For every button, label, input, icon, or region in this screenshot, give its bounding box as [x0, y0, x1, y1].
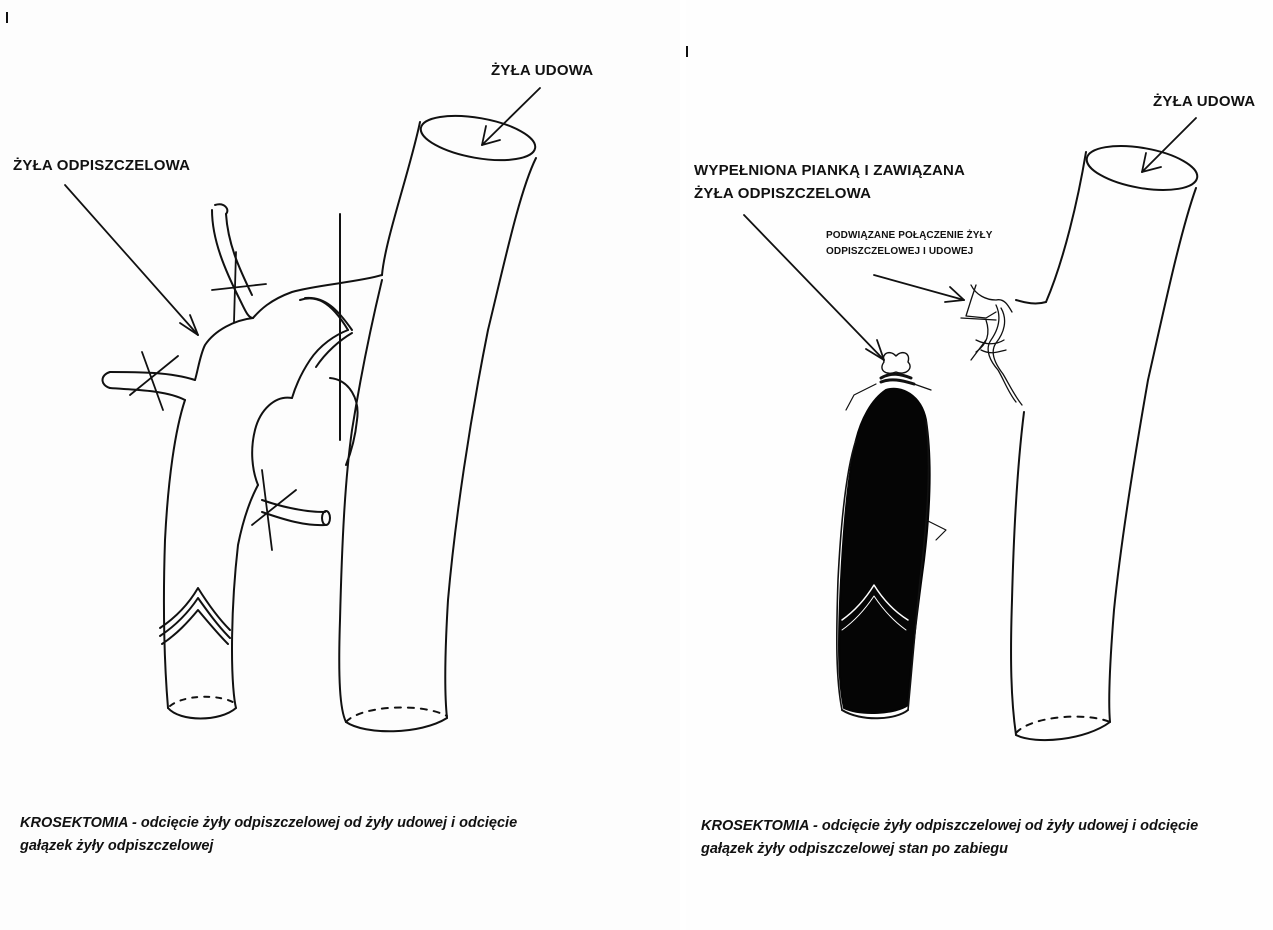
label-ligated-junction-line-2: ODPISZCZELOWEJ I UDOWEJ [826, 245, 973, 259]
caption-line-2: gałązek żyły odpiszczelowej stan po zabi… [701, 839, 1008, 860]
label-ligated-junction-line-1: PODWIĄZANE POŁĄCZENIE ŻYŁY [826, 229, 993, 243]
label-saphenous-vein: ŻYŁA ODPISZCZELOWA [13, 156, 190, 176]
post-procedure-drawing [686, 0, 1273, 930]
crossectomy-drawing [0, 0, 680, 930]
femoral-vein [1011, 139, 1201, 740]
label-femoral-vein: ŻYŁA UDOWA [491, 61, 593, 81]
foam-filled-saphenous-vein [837, 353, 946, 719]
caption-line-2: gałązek żyły odpiszczelowej [20, 836, 213, 857]
femoral-vein [339, 108, 538, 731]
right-panel: ŻYŁA UDOWA WYPEŁNIONA PIANKĄ I ZAWIĄZANA… [686, 0, 1273, 930]
label-foam-saphenous-line-1: WYPEŁNIONA PIANKĄ I ZAWIĄZANA [694, 161, 965, 181]
left-panel: ŻYŁA UDOWA ŻYŁA ODPISZCZELOWA KROSEKTOMI… [0, 0, 680, 930]
ligated-junction [961, 285, 1022, 405]
caption-line-1: KROSEKTOMIA - odcięcie żyły odpiszczelow… [701, 816, 1198, 837]
caption-line-1: KROSEKTOMIA - odcięcie żyły odpiszczelow… [20, 813, 517, 834]
label-femoral-vein: ŻYŁA UDOWA [1153, 92, 1255, 112]
label-foam-saphenous-line-2: ŻYŁA ODPISZCZELOWA [694, 184, 871, 204]
arrows [65, 88, 540, 335]
ligation-x-marks [130, 252, 296, 550]
